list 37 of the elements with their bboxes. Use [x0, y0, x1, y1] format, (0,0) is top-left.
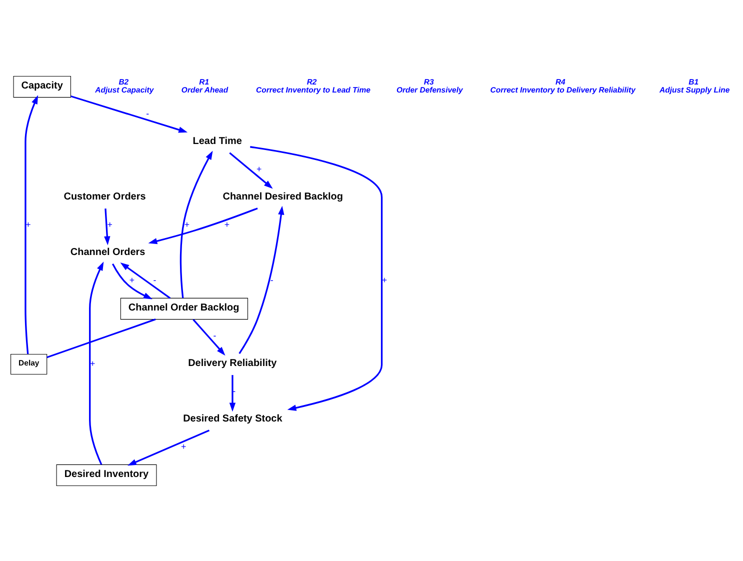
node-text: Delivery Reliability: [188, 358, 277, 369]
edge-label: -: [213, 330, 216, 340]
arrow: [180, 150, 213, 298]
edge-label: +: [382, 274, 388, 285]
edge-label: +: [129, 274, 135, 285]
arrow: [70, 94, 188, 132]
arrow: [104, 208, 110, 245]
edge-label: -: [146, 108, 150, 118]
edge-label: +: [90, 358, 96, 368]
edge-label: -: [270, 274, 274, 285]
arrow: [229, 374, 236, 412]
edge-label: -: [153, 274, 156, 285]
arrow: [120, 262, 171, 298]
arrow: [238, 205, 284, 354]
arrow: [192, 318, 226, 356]
arrow: [128, 429, 210, 466]
node-text: Lead Time: [192, 136, 242, 147]
node-text: Desired Safety Stock: [183, 413, 282, 424]
node-text: Channel Orders: [70, 246, 146, 258]
edge-label: +: [184, 219, 190, 230]
arrow: [89, 261, 104, 464]
arrow: [112, 262, 152, 299]
node-box: Channel Order Backlog: [120, 297, 248, 320]
arrow: [229, 152, 273, 188]
arrow: [250, 146, 383, 410]
edge-label: +: [224, 219, 230, 230]
edge-label: +: [107, 219, 112, 230]
node-box: Capacity: [13, 75, 71, 98]
arrow: [148, 207, 258, 244]
node-box: Desired Inventory: [56, 464, 157, 486]
edge-label: +: [256, 164, 262, 174]
connector: [46, 318, 156, 358]
edge-label: +: [181, 441, 186, 452]
node-text: Channel Desired Backlog: [222, 191, 343, 202]
edge-label: -: [232, 386, 236, 396]
node-text: Customer Orders: [64, 191, 146, 202]
arrow: [24, 94, 38, 354]
